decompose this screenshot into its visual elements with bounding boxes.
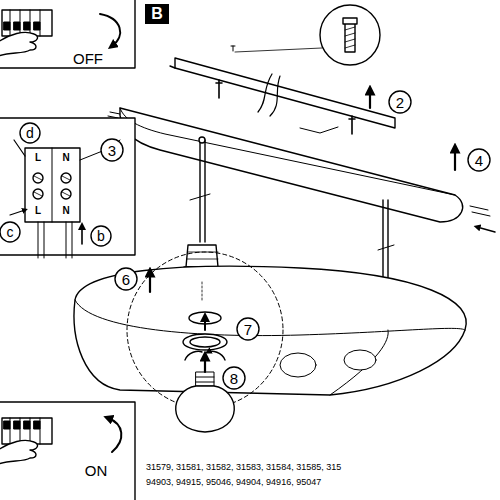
callout-number: 3 — [108, 143, 116, 158]
panel-badge — [145, 4, 169, 24]
step-letter: b — [97, 229, 105, 243]
mounting-bar — [170, 46, 395, 134]
switch-off-inset — [0, 0, 135, 68]
callout-number: 6 — [122, 272, 130, 287]
terminal-name: N — [62, 153, 69, 163]
bulb — [176, 351, 235, 432]
terminal-name: L — [35, 206, 41, 216]
shade — [74, 266, 466, 395]
model-numbers: 94903, 94915, 95046, 94904, 94916, 95047 — [146, 478, 321, 487]
switch-state: ON — [85, 463, 108, 478]
switch-on-inset — [0, 402, 135, 500]
step-letter: c — [7, 225, 14, 239]
step-letter: d — [26, 126, 34, 140]
panel-letter: B — [151, 6, 163, 22]
callout-number: 4 — [475, 153, 483, 168]
model-numbers: 31579, 31581, 31582, 31583, 31584, 31585… — [146, 463, 341, 472]
canopy — [108, 108, 495, 232]
ring-nut — [150, 272, 227, 350]
callout-number: 7 — [244, 322, 252, 337]
callout-number: 8 — [230, 371, 238, 386]
switch-state: OFF — [73, 51, 103, 66]
screw-detail — [235, 5, 380, 65]
terminal-name: L — [35, 153, 41, 163]
terminal-name: N — [62, 206, 69, 216]
terminal-inset — [0, 118, 135, 258]
callout-circle — [0, 91, 490, 389]
callout-number: 2 — [396, 95, 404, 110]
